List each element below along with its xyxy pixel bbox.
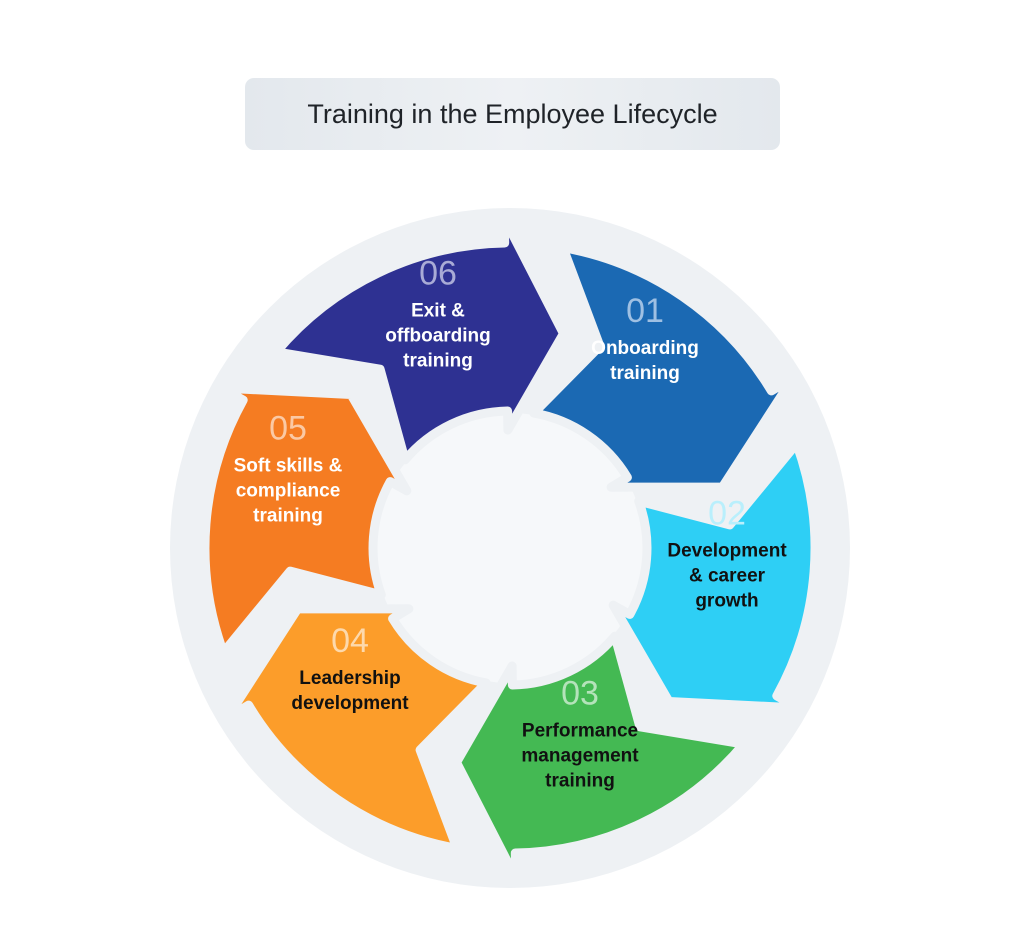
step-text: Performance [521,720,639,742]
arrow-segment-02 [608,439,820,713]
step-text: Onboarding [591,338,699,359]
step-text: compliance [235,480,341,502]
step-text: Soft skills & [233,455,343,477]
step-text: training [545,770,615,792]
step-text: Leadership [299,668,401,689]
step-text: training [403,350,473,372]
arrow-segment-05 [200,383,412,657]
arrow-segment-04 [222,604,491,853]
step-number: 05 [269,409,307,448]
step-text: offboarding [385,325,491,347]
step-text: training [610,363,680,384]
step-text: management [521,745,639,767]
step-text: training [253,505,323,527]
step-number: 01 [626,292,664,330]
step-text: Exit & [411,300,465,322]
step-number: 03 [561,674,599,713]
arrow-segment-03 [452,631,749,883]
step-text: growth [695,590,759,612]
step-number: 04 [331,622,369,660]
center-circle [375,413,645,683]
arrow-segment-06 [271,213,568,465]
step-number: 06 [419,254,457,293]
arrow-segment-01 [529,243,798,492]
step-text: & career [688,565,766,587]
step-text: development [291,693,409,714]
step-number: 02 [708,494,746,533]
diagram-title: Training in the Employee Lifecycle [245,78,780,150]
step-text: Development [667,540,787,562]
